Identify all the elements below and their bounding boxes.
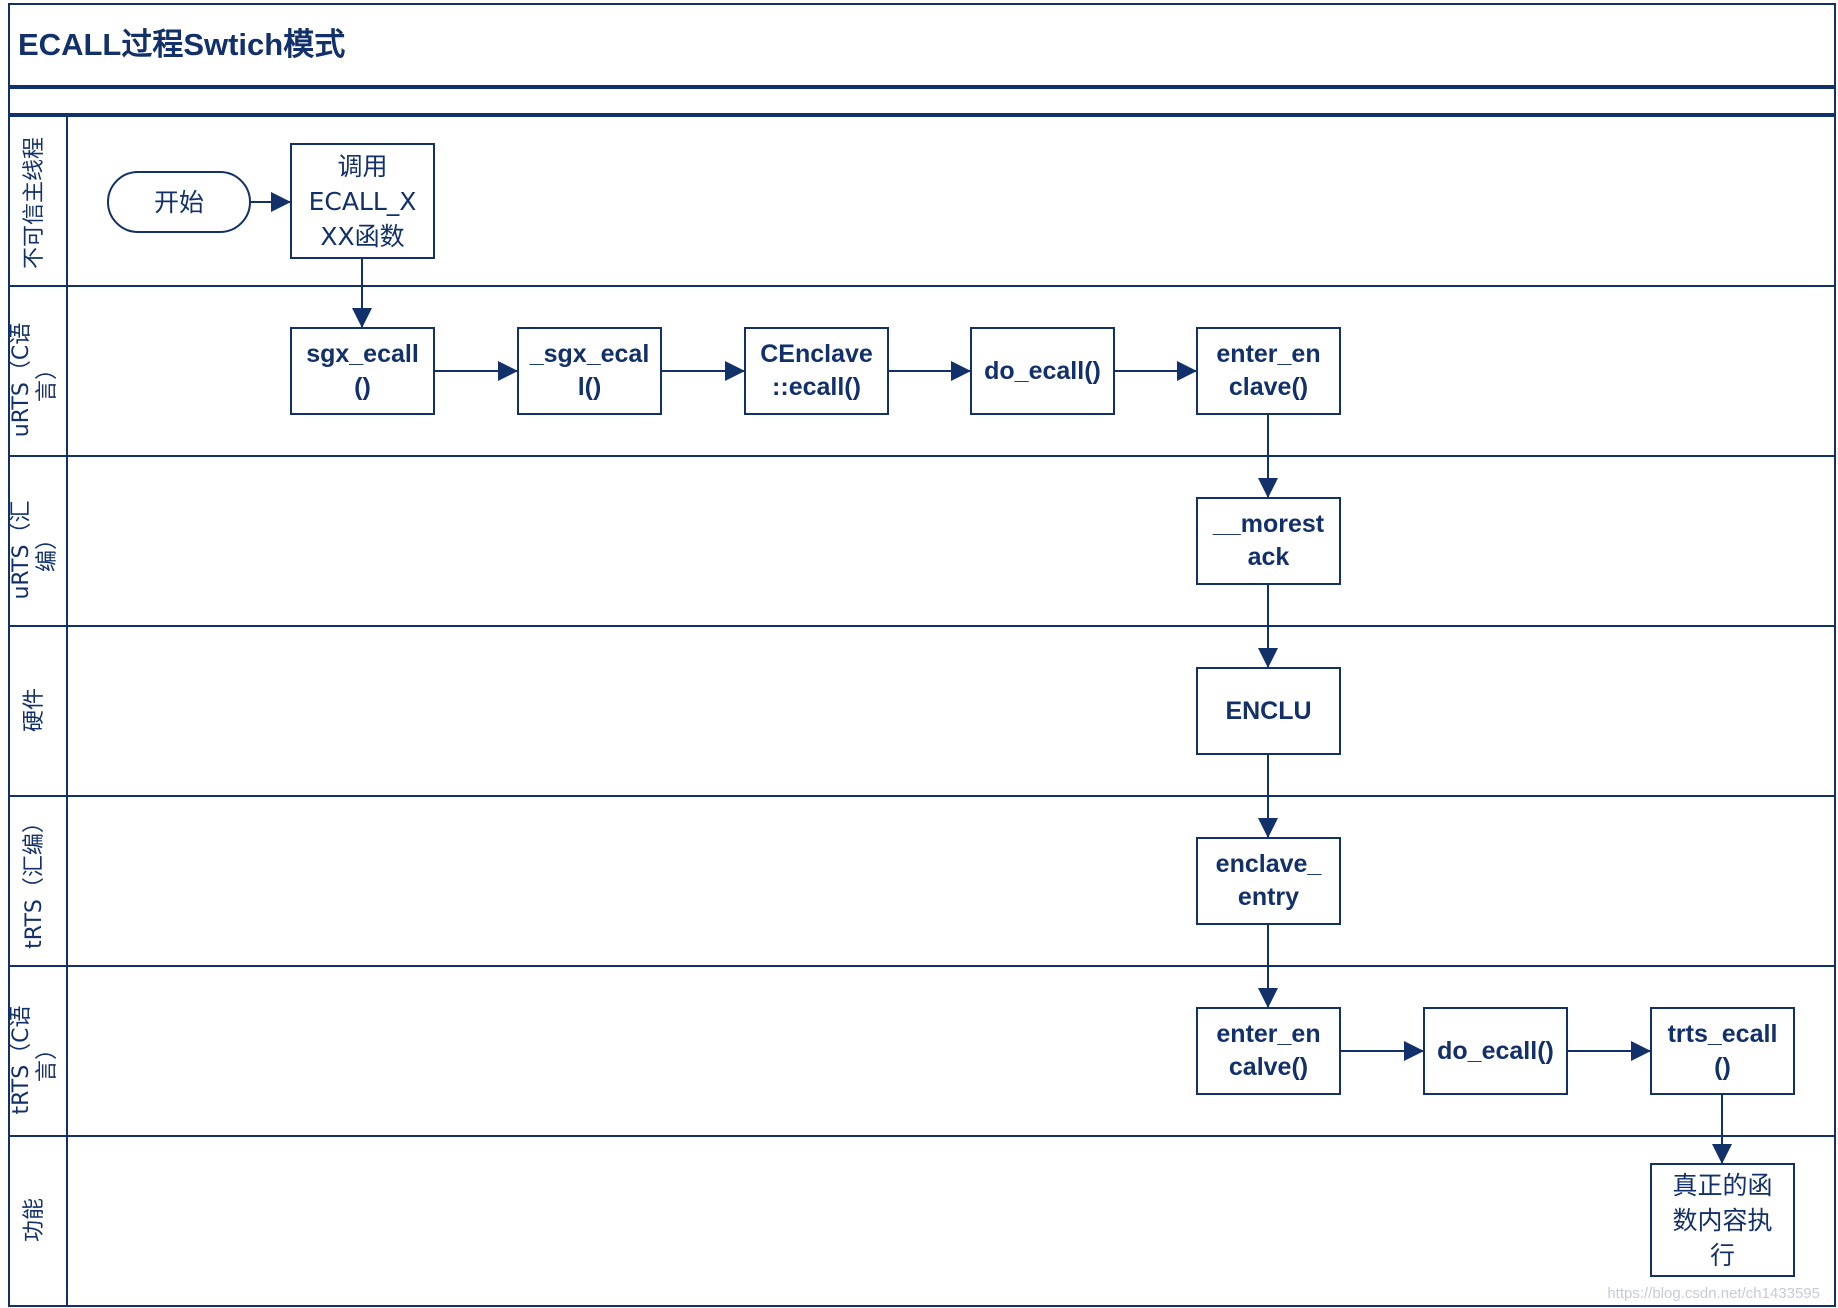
internal-sgx-ecall-box: [517, 327, 662, 415]
enter-encalve-box: [1196, 1007, 1341, 1095]
trts-ecall-box: [1650, 1007, 1795, 1095]
lane-hardware: [8, 625, 1836, 797]
morestack-box: [1196, 497, 1341, 585]
do-ecall-trts-box: [1423, 1007, 1568, 1095]
title-spacer-band: [8, 87, 1836, 115]
sgx-ecall-box: [290, 327, 435, 415]
lane-trts-asm: [8, 795, 1836, 967]
start-terminator-shape: [107, 171, 251, 233]
cenclave-ecall-box: [744, 327, 889, 415]
title-box: [8, 3, 1836, 87]
lane-urts-asm: [8, 455, 1836, 627]
lane-function: [8, 1135, 1836, 1307]
real-function-box: [1650, 1163, 1795, 1277]
enclu-box: [1196, 667, 1341, 755]
do-ecall-urts-box: [970, 327, 1115, 415]
call-ecall-xxx-box: [290, 143, 435, 259]
enclave-entry-box: [1196, 837, 1341, 925]
enter-enclave-box: [1196, 327, 1341, 415]
